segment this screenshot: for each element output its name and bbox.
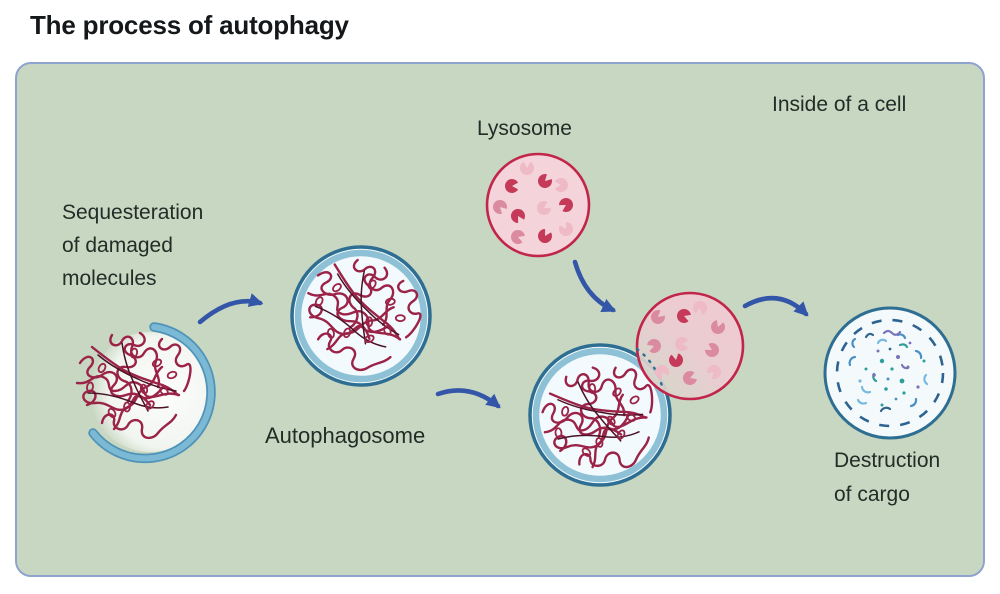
cell-panel bbox=[15, 62, 985, 577]
autolysosome-membrane bbox=[823, 306, 957, 440]
autophagosome-inner-membrane bbox=[294, 249, 428, 383]
fusing-autophagosome-outer-membrane bbox=[528, 343, 672, 487]
degraded-cargo-fragments bbox=[848, 329, 929, 413]
fusion-stage bbox=[528, 291, 745, 487]
autophagosome-label: Autophagosome bbox=[265, 423, 426, 448]
arrow-lysosome-to-fusion bbox=[572, 259, 617, 313]
phagophore-lumen bbox=[90, 332, 210, 452]
phagophore bbox=[75, 322, 216, 464]
autolysosome-vesicle bbox=[823, 306, 957, 440]
arrow-autophagosome-to-fusion bbox=[435, 388, 501, 409]
scene-label: Inside of a cell bbox=[772, 93, 907, 116]
autophagosome-outer-membrane bbox=[290, 245, 432, 387]
sequestration-label: Sequesteration of damaged molecules bbox=[62, 201, 204, 290]
autolysosome-dashed-membrane bbox=[835, 318, 945, 428]
fusion-dotted-membrane bbox=[635, 347, 665, 392]
lysosome-label: Lysosome bbox=[477, 117, 572, 140]
autophagosome-vesicle bbox=[288, 245, 434, 387]
phagophore-membrane-highlight bbox=[90, 324, 214, 462]
arrow-fusion-to-destruction bbox=[742, 295, 809, 317]
page-title: The process of autophagy bbox=[30, 10, 349, 40]
fusing-autophagosome-inner-membrane bbox=[532, 347, 668, 483]
arrow-sequestration-to-autophagosome bbox=[197, 293, 264, 325]
lysosome-vesicle bbox=[485, 152, 591, 258]
destruction-label: Destruction of cargo bbox=[834, 449, 941, 506]
